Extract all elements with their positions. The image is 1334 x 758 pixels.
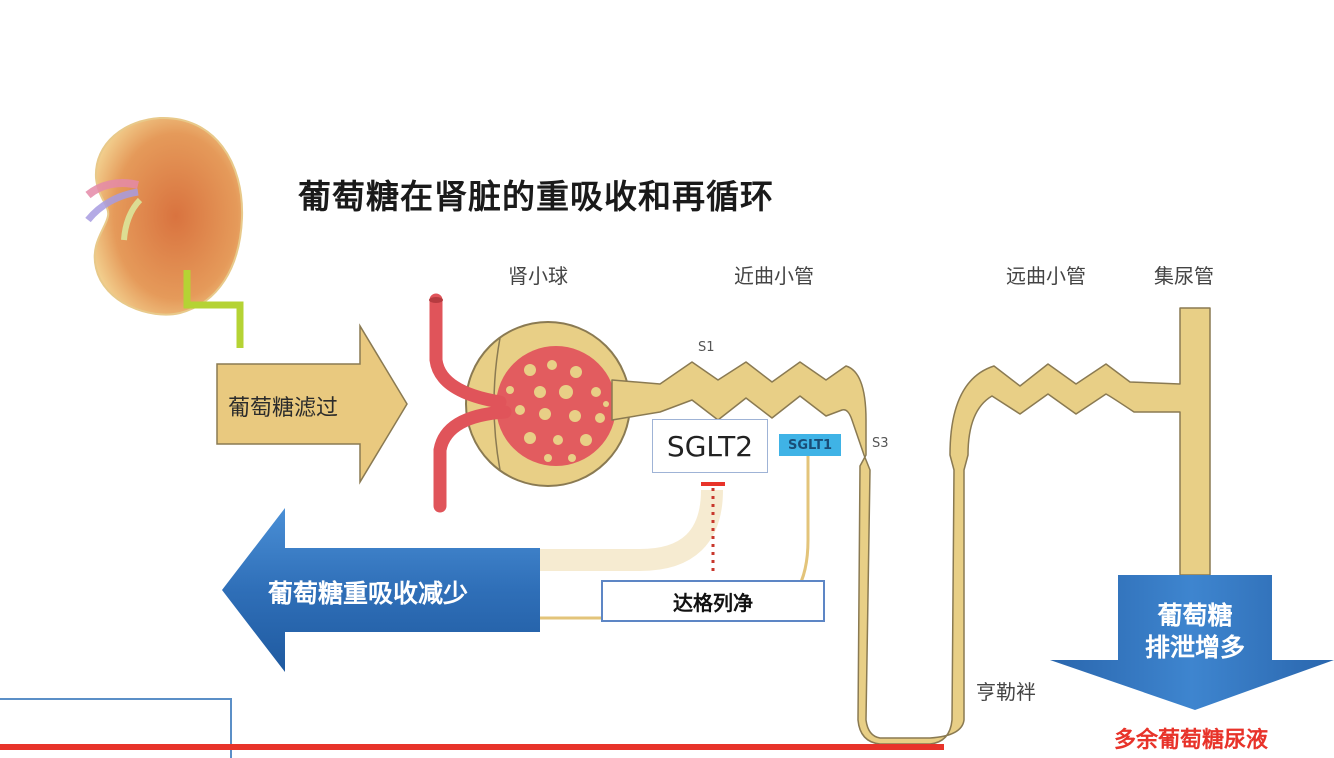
label-s3: S3 — [872, 436, 889, 451]
proximal-tubule — [611, 307, 1211, 745]
label-collecting-duct: 集尿管 — [1154, 264, 1214, 288]
label-glomerulus: 肾小球 — [508, 264, 568, 288]
excretion-label-line1: 葡萄糖 — [1157, 601, 1233, 630]
efferent-vessel — [433, 405, 512, 513]
sglt2-box: SGLT2 — [652, 419, 768, 473]
urine-label: 多余葡萄糖尿液 — [1114, 728, 1269, 753]
reabsorption-label: 葡萄糖重吸收减少 — [268, 579, 469, 608]
drug-label-box: 达格列净 — [601, 580, 825, 622]
label-loop-of-henle: 亨勒袢 — [976, 680, 1036, 704]
capillary-tuft — [496, 346, 616, 466]
label-distal-tubule: 远曲小管 — [1006, 264, 1086, 288]
corner-frame — [0, 698, 232, 758]
excretion-arrow — [1050, 575, 1334, 710]
label-proximal-tubule: 近曲小管 — [734, 264, 814, 288]
afferent-vessel — [429, 293, 507, 409]
filtration-label: 葡萄糖滤过 — [228, 396, 339, 421]
label-s1: S1 — [698, 340, 715, 355]
excretion-label-line2: 排泄增多 — [1144, 633, 1245, 662]
filtration-arrow — [216, 323, 408, 485]
kidney-icon — [85, 116, 244, 316]
excretion-label: 葡萄糖 排泄增多 — [1118, 600, 1272, 664]
progress-bar — [0, 744, 944, 750]
sglt1-box: SGLT1 — [779, 434, 841, 456]
reabsorption-decrease-arrow — [222, 508, 540, 672]
connector-line — [183, 270, 244, 348]
page-title: 葡萄糖在肾脏的重吸收和再循环 — [298, 177, 774, 216]
